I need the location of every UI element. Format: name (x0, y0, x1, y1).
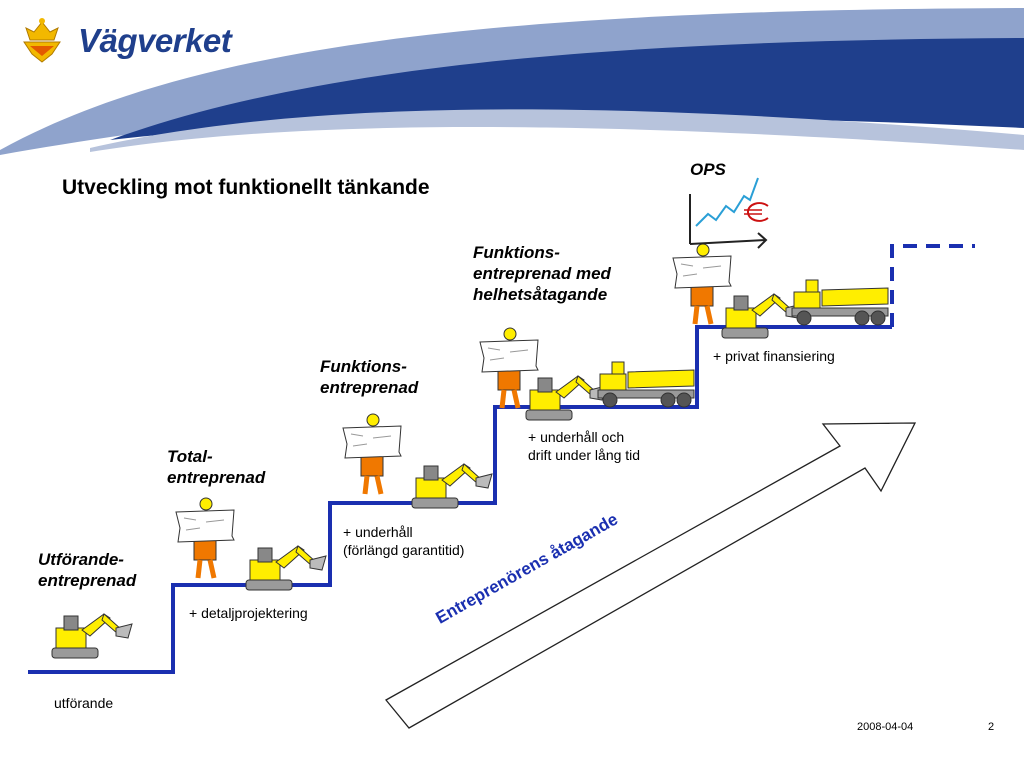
step-label-function: Funktions- entreprenad (320, 356, 418, 398)
step-label-function-full: Funktions- entreprenad med helhetsåtagan… (473, 242, 611, 305)
crown-emblem-icon (23, 18, 61, 63)
step-note-execution: utförande (54, 694, 113, 712)
commitment-arrow (385, 422, 917, 729)
step-label-line: Total- (167, 447, 213, 466)
step-note-line: utförande (54, 695, 114, 711)
header-swoosh-highlight (90, 109, 1024, 152)
step-note-line: + detaljprojektering (189, 605, 308, 621)
step-label-execution: Utförande- entreprenad (38, 549, 136, 591)
excavator-icon (51, 613, 133, 659)
brand-name: Vägverket (78, 22, 232, 59)
page-title: Utveckling mot funktionellt tänkande (62, 176, 430, 199)
engineer-with-drawing-icon (176, 498, 234, 578)
step-label-line: Funktions- (473, 243, 560, 262)
step-label-line: Funktions- (320, 357, 407, 376)
step-note-total: + detaljprojektering (189, 604, 308, 622)
step-label-ops: OPS (690, 160, 726, 179)
euro-icon (744, 202, 769, 222)
step-label-line: entreprenad (38, 571, 137, 590)
dump-truck-icon (597, 361, 695, 408)
step-label-total: Total- entreprenad (167, 446, 265, 488)
step-note-ops: + privat finansiering (713, 347, 835, 365)
dump-truck-icon (791, 279, 889, 326)
engineer-with-drawing-icon (343, 414, 401, 494)
engineer-with-drawing-icon (673, 244, 731, 324)
growth-chart-icon (689, 177, 768, 249)
step-note-line: + privat finansiering (713, 348, 835, 364)
staircase-dashed (890, 244, 975, 327)
step-note-line: + underhåll (343, 524, 413, 540)
step-note-line: drift under lång tid (528, 447, 641, 463)
excavator-icon (721, 293, 803, 339)
step-label-line: entreprenad (320, 378, 419, 397)
step-label-line: helhetsåtagande (473, 285, 608, 304)
engineer-with-drawing-icon (480, 328, 538, 408)
step-note-line: (förlängd garantitid) (343, 542, 465, 558)
step-note-function: + underhåll (förlängd garantitid) (343, 523, 464, 559)
step-label-line: Utförande- (38, 550, 124, 569)
footer-date: 2008-04-04 (857, 721, 914, 733)
excavator-icon (525, 375, 607, 421)
step-label-line: entreprenad (167, 468, 266, 487)
step-label-line: entreprenad med (473, 264, 611, 283)
step-note-line: + underhåll och (528, 429, 625, 445)
header-swoosh-dark (110, 38, 1024, 140)
page-number: 2 (988, 721, 995, 733)
step-note-function-full: + underhåll och drift under lång tid (528, 428, 640, 464)
